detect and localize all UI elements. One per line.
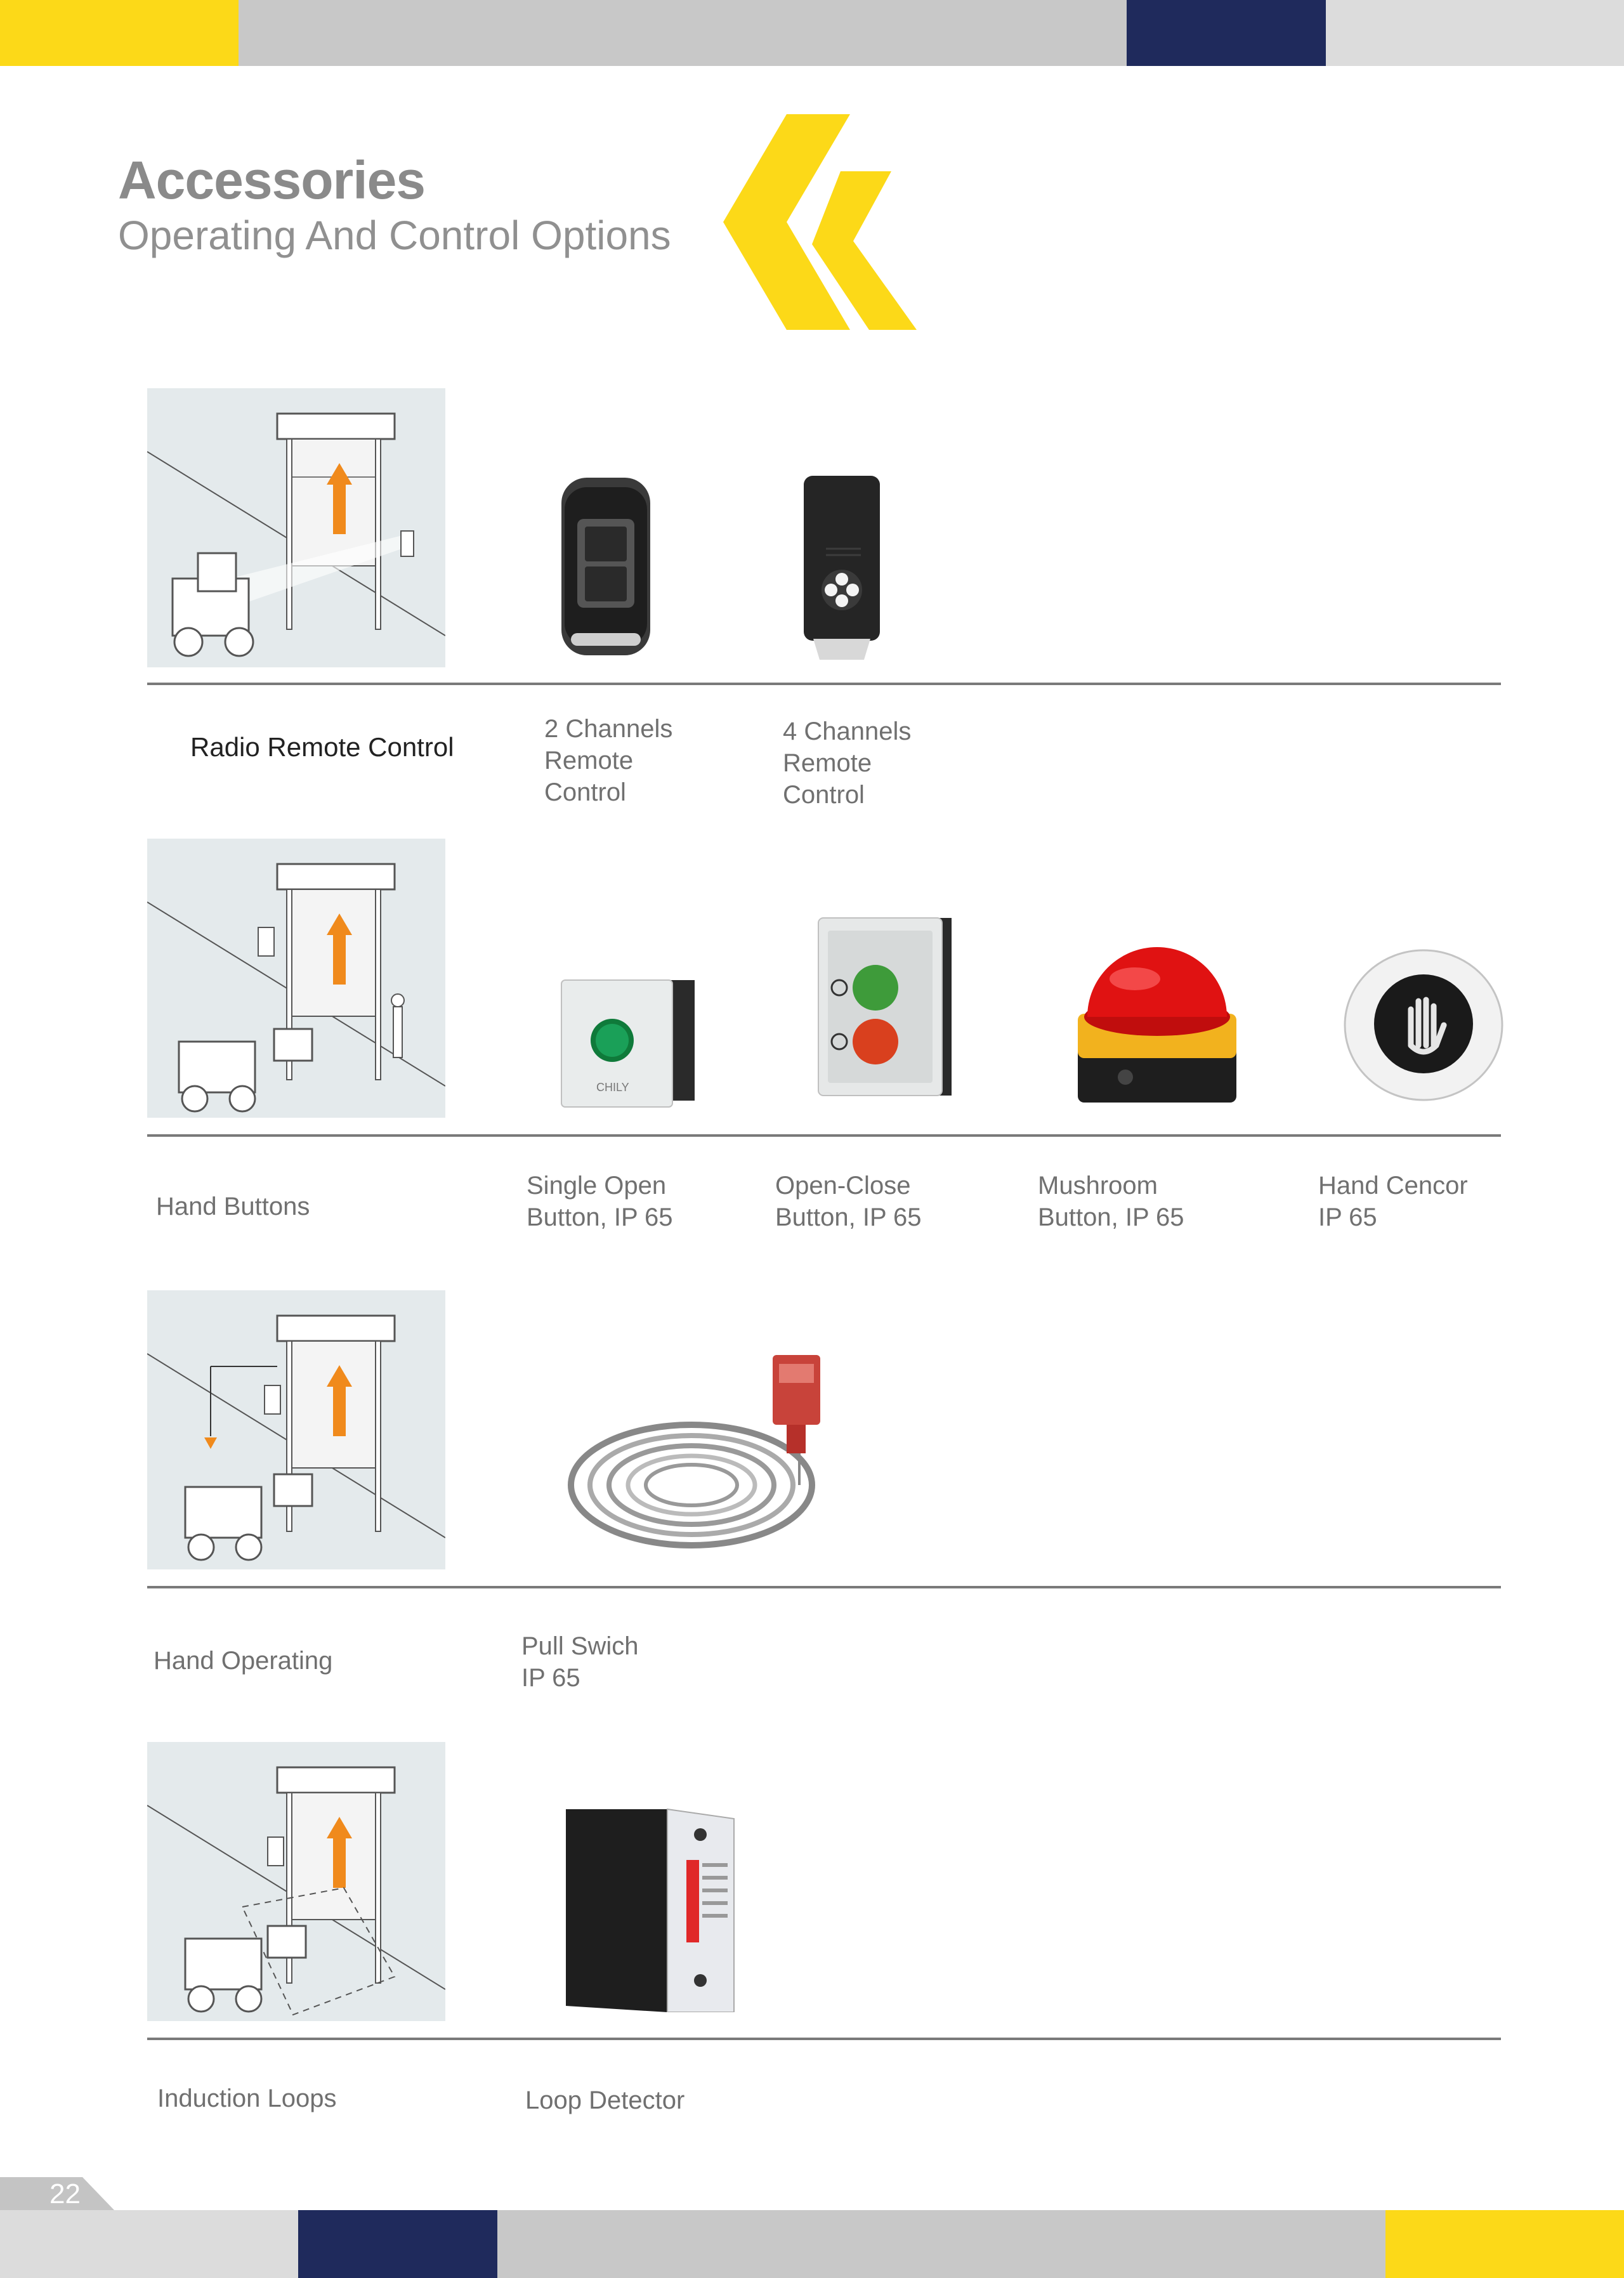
product-label-pull-switch: Pull Swich IP 65 xyxy=(521,1632,639,1692)
top-band-light-grey xyxy=(1326,0,1624,66)
row-label-radio-remote: Radio Remote Control xyxy=(190,732,454,762)
row-label-induction-loops: Induction Loops xyxy=(157,2085,337,2112)
mushroom-button-icon xyxy=(1075,938,1240,1109)
remote-4ch-icon xyxy=(801,473,883,663)
bottom-band-light-grey xyxy=(0,2210,298,2278)
hand-operating-illustration xyxy=(147,1290,445,1569)
product-label-hand-sensor: Hand Cencor IP 65 xyxy=(1318,1172,1468,1231)
page-number-tab xyxy=(0,2177,114,2210)
top-band-grey xyxy=(239,0,1127,66)
row-divider-1 xyxy=(147,683,1501,685)
pull-switch-icon xyxy=(558,1349,850,1552)
bottom-band-navy xyxy=(298,2210,497,2278)
row-label-hand-operating: Hand Operating xyxy=(154,1647,333,1675)
product-label-loop-detector: Loop Detector xyxy=(525,2086,685,2114)
remote-2ch-icon xyxy=(558,475,653,658)
row-label-hand-buttons: Hand Buttons xyxy=(156,1193,310,1221)
product-label-single-open: Single Open Button, IP 65 xyxy=(527,1172,673,1231)
hand-sensor-icon xyxy=(1344,949,1503,1101)
induction-loops-illustration xyxy=(147,1742,445,2021)
row-divider-4 xyxy=(147,2038,1501,2040)
product-label-open-close: Open-Close Button, IP 65 xyxy=(775,1172,922,1231)
loop-detector-icon xyxy=(560,1803,737,2012)
page-subtitle: Operating And Control Options xyxy=(118,213,671,258)
open-close-button-icon xyxy=(815,915,955,1099)
chevron-logo-icon xyxy=(723,114,920,330)
top-band-navy xyxy=(1127,0,1326,66)
page-number: 22 xyxy=(49,2178,81,2209)
hand-buttons-illustration xyxy=(147,839,445,1118)
product-label-mushroom: Mushroom Button, IP 65 xyxy=(1038,1172,1184,1231)
product-label-2ch-remote: 2 Channels Remote Control xyxy=(544,715,673,806)
single-button-icon: CHILY xyxy=(558,977,698,1110)
product-label-4ch-remote: 4 Channels Remote Control xyxy=(783,717,912,809)
bottom-band-yellow xyxy=(1385,2210,1624,2278)
bottom-band-grey xyxy=(497,2210,1385,2278)
row-divider-2 xyxy=(147,1134,1501,1137)
row-divider-3 xyxy=(147,1586,1501,1588)
page-title: Accessories xyxy=(118,150,426,210)
svg-text:CHILY: CHILY xyxy=(596,1081,629,1094)
radio-remote-illustration xyxy=(147,388,445,667)
top-band-yellow xyxy=(0,0,239,66)
